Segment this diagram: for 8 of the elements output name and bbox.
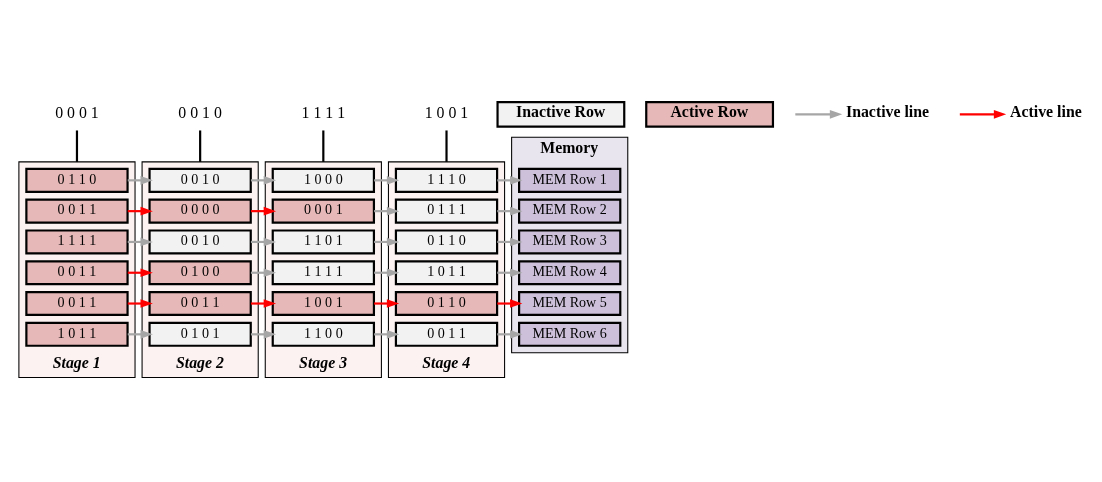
- node-text: 0 0 0 1: [55, 103, 99, 121]
- legend-label: Active line: [1010, 102, 1082, 120]
- legend-label: Active Row: [670, 102, 749, 120]
- node-text: 1 1 1 1: [301, 103, 346, 121]
- legend-label: Inactive Row: [516, 102, 606, 120]
- node-text: 1 0 0 1: [424, 103, 469, 121]
- legend-label: Inactive line: [845, 102, 930, 120]
- node-text: 0 0 1 0: [178, 103, 222, 121]
